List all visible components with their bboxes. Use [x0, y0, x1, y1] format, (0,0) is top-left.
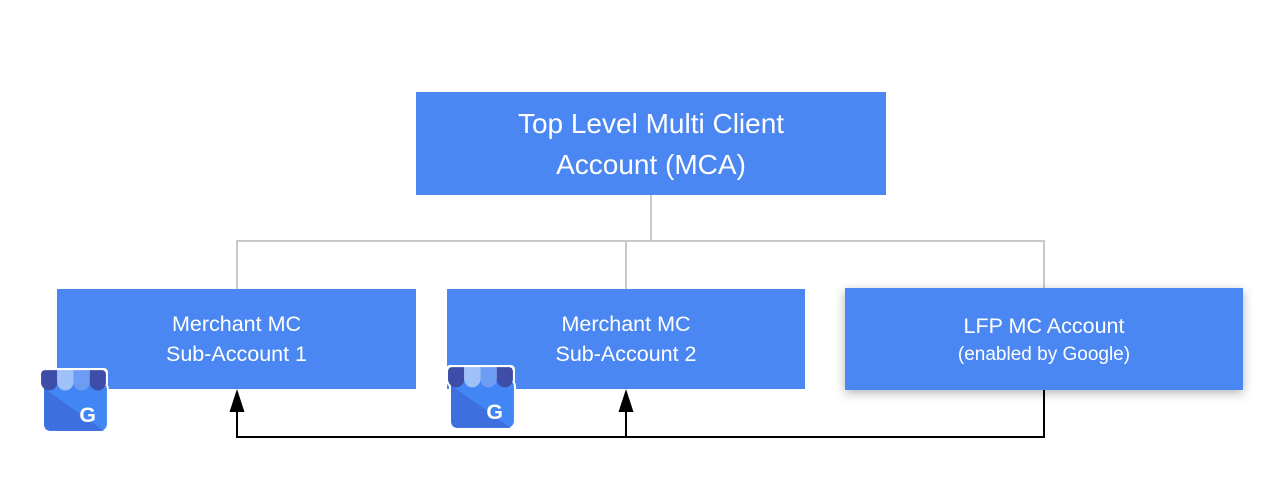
business-profile-icon: G	[446, 365, 516, 430]
lfp-arrow-lines	[229, 389, 1045, 438]
node-merchant-sub-2-line1: Merchant MC	[561, 312, 691, 336]
google-g-letter: G	[79, 403, 96, 427]
node-merchant-sub-1: Merchant MC Sub-Account 1	[57, 289, 416, 389]
business-profile-icon: G	[39, 368, 109, 433]
node-top-mca: Top Level Multi Client Account (MCA)	[416, 92, 886, 195]
tree-connector-lines	[236, 195, 1045, 289]
arrowhead-sub2	[618, 389, 634, 412]
node-lfp-account: LFP MC Account (enabled by Google)	[845, 288, 1243, 390]
node-lfp-account-line2: (enabled by Google)	[957, 343, 1131, 365]
node-top-mca-line2: Account (MCA)	[556, 148, 746, 180]
node-merchant-sub-2-line2: Sub-Account 2	[555, 342, 697, 366]
node-top-mca-line1: Top Level Multi Client	[517, 107, 785, 139]
arrowhead-sub1	[229, 389, 245, 412]
node-merchant-sub-1-line2: Sub-Account 1	[165, 342, 308, 366]
node-merchant-sub-1-line1: Merchant MC	[171, 312, 302, 336]
google-g-letter: G	[486, 400, 503, 424]
node-lfp-account-line1: LFP MC Account	[963, 313, 1125, 338]
